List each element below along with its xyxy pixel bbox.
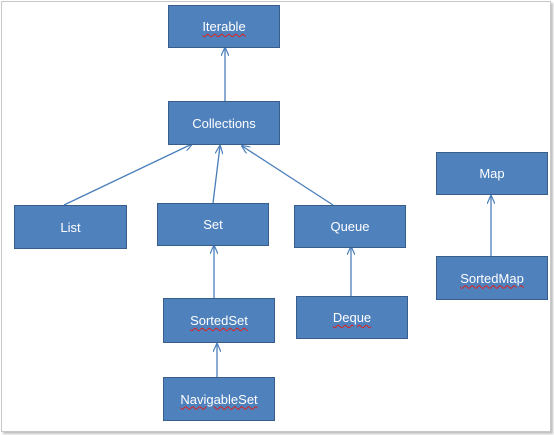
node-sortedmap: SortedMap xyxy=(436,256,548,300)
node-list-label: List xyxy=(60,219,81,235)
node-sortedset: SortedSet xyxy=(163,298,275,343)
arrow-queue-to-collections xyxy=(242,146,334,206)
node-iterable-label: Iterable xyxy=(202,19,246,34)
node-deque-label: Deque xyxy=(332,310,372,325)
node-navigableset: NavigableSet xyxy=(163,377,275,421)
node-list: List xyxy=(14,205,127,249)
node-sortedmap-label: SortedMap xyxy=(460,270,524,286)
node-queue-label: Queue xyxy=(330,219,370,234)
node-navigableset-label: NavigableSet xyxy=(180,391,258,407)
node-queue: Queue xyxy=(294,205,406,248)
node-set: Set xyxy=(157,203,269,246)
node-collections: Collections xyxy=(168,101,280,145)
node-sortedset-label: SortedSet xyxy=(190,313,248,328)
node-map-label: Map xyxy=(479,166,505,181)
arrow-list-to-collections xyxy=(63,144,192,206)
node-deque: Deque xyxy=(296,296,408,339)
node-collections-label: Collections xyxy=(192,115,256,131)
node-map: Map xyxy=(436,152,548,195)
node-set-label: Set xyxy=(203,217,223,232)
node-iterable: Iterable xyxy=(168,5,280,48)
arrow-set-to-collections xyxy=(212,146,220,204)
